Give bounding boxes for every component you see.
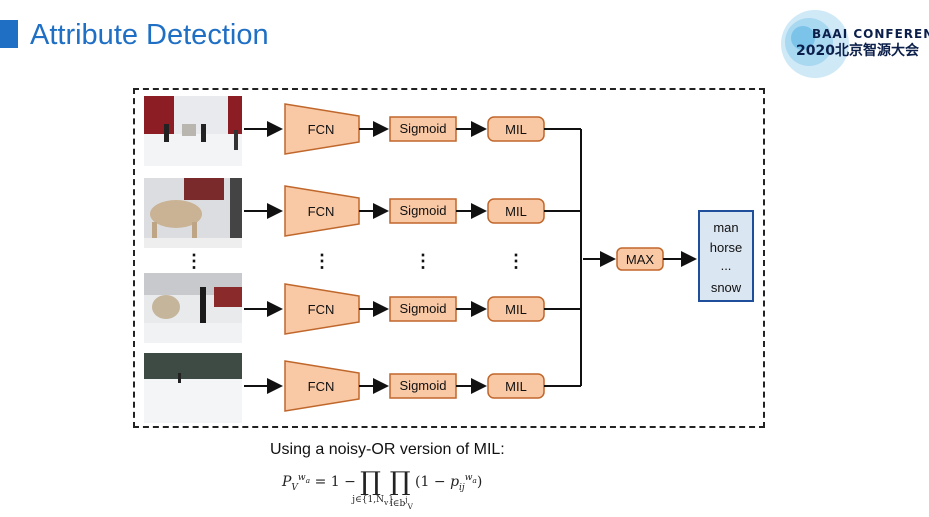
sigmoid-box [389,198,457,224]
output-item-2: horse [709,240,743,255]
logo-line-1: BAAI CONFERENCE [812,27,929,41]
fcn-block [284,283,360,335]
ellipsis-images: ⋮ [185,251,203,271]
title-accent-bar [0,20,18,48]
formula-caption: Using a noisy-OR version of MIL: [270,441,505,458]
conference-logo [781,10,849,78]
output-item-3: ... [720,258,732,273]
image-thumbnail-3 [144,273,242,343]
fcn-block [284,103,360,155]
fcn-label: FCN [308,122,335,137]
ellipsis-fcn: ⋮ [313,251,331,271]
fcn-label: FCN [308,379,335,394]
pipeline-row-1: FCN Sigmoid MIL [244,103,581,155]
fcn-label: FCN [308,204,335,219]
output-item-4: snow [710,280,742,295]
page-title: Attribute Detection [30,19,269,51]
sigmoid-label: Sigmoid [400,301,447,316]
image-thumbnail-4 [144,353,242,423]
ellipsis-sigmoid: ⋮ [414,251,432,271]
noisy-or-formula: PVwa = 1 − ∏j∈{1,Nv} ∏i∈bjV (1 − pijwa) [282,467,483,511]
image-thumbnail-1 [144,96,242,166]
sigmoid-box [389,373,457,399]
sigmoid-label: Sigmoid [400,121,447,136]
pipeline-row-3: FCN Sigmoid MIL [244,283,581,335]
fcn-block [284,185,360,237]
pipeline-row-2: FCN Sigmoid MIL [244,185,581,237]
logo-line-2: 2020北京智源大会 [796,43,919,59]
pipeline-row-4: FCN Sigmoid MIL [244,360,581,412]
image-thumbnail-2 [144,178,242,248]
sigmoid-label: Sigmoid [400,378,447,393]
output-attributes-box: man horse ... snow [698,210,754,302]
fcn-block [284,360,360,412]
sigmoid-label: Sigmoid [400,203,447,218]
mil-label: MIL [505,204,527,219]
output-item-1: man [713,220,739,235]
ellipsis-mil: ⋮ [507,251,525,271]
max-label: MAX [626,252,655,267]
mil-label: MIL [505,379,527,394]
mil-label: MIL [505,122,527,137]
fcn-label: FCN [308,302,335,317]
mil-label: MIL [505,302,527,317]
diagram-frame [133,88,765,428]
